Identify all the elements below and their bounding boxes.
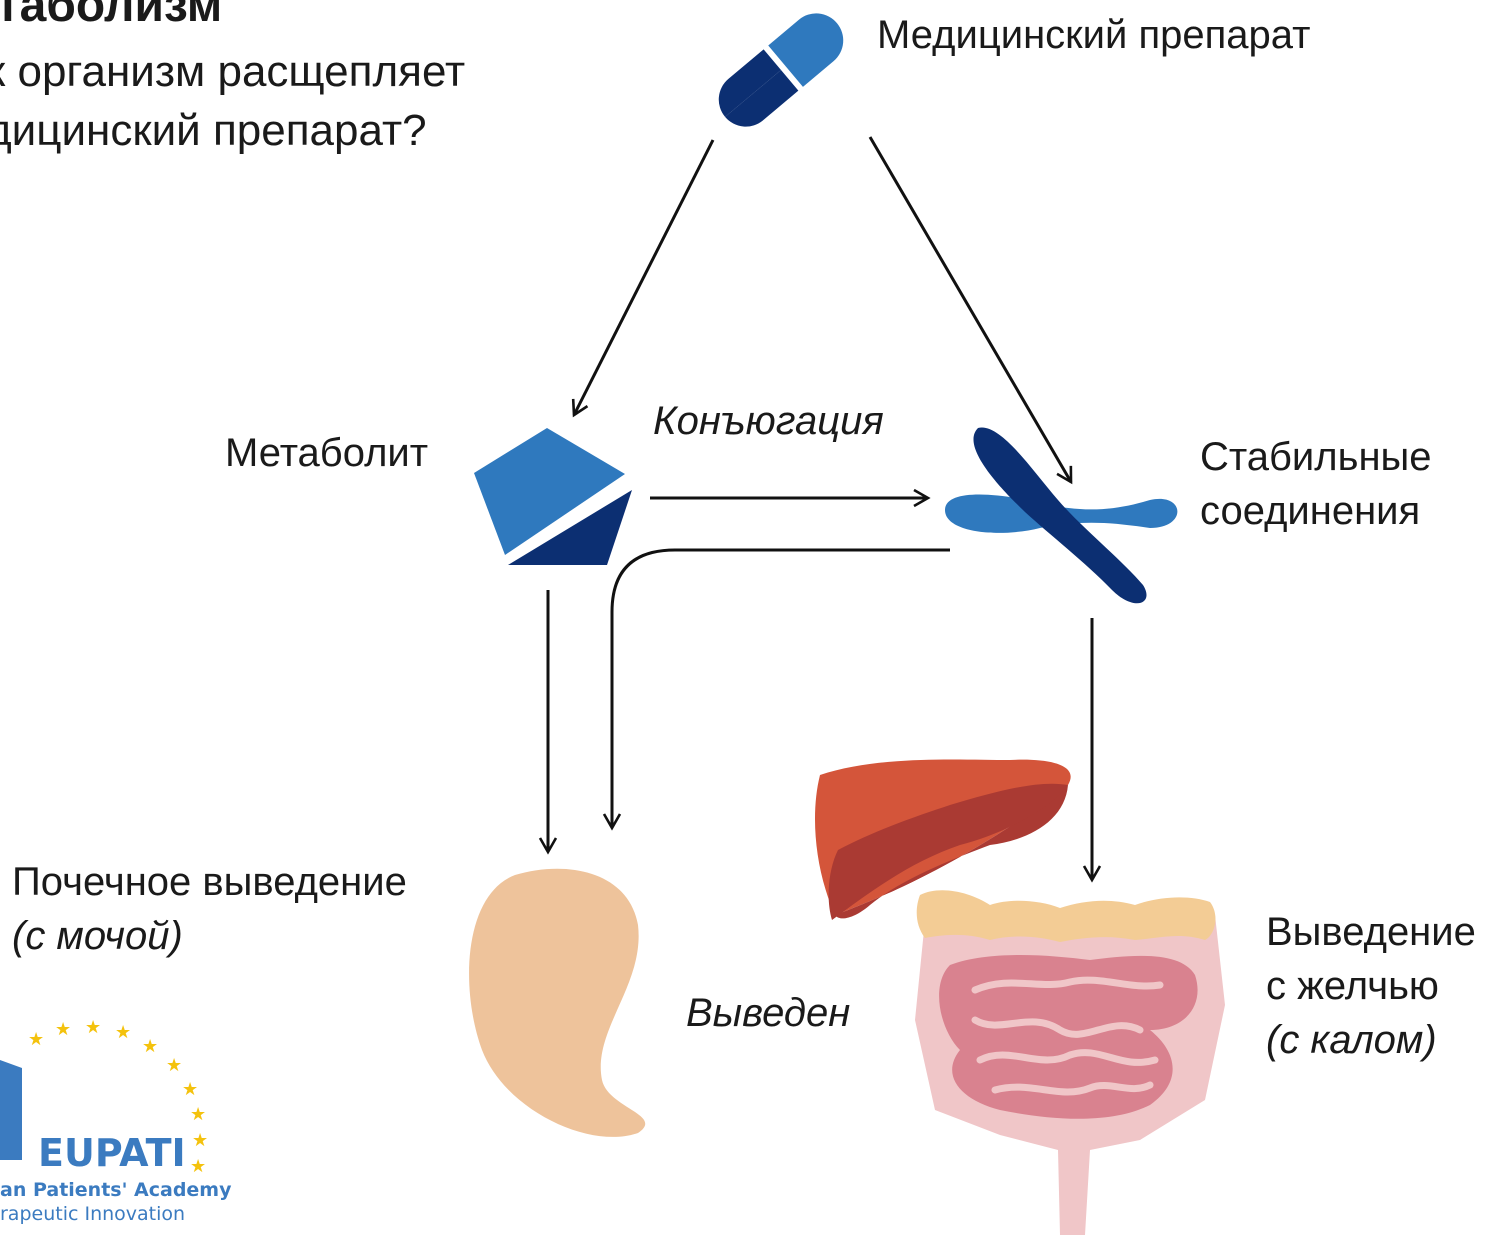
svg-text:★: ★	[55, 1019, 71, 1040]
intestine-icon	[915, 890, 1225, 1235]
svg-text:★: ★	[182, 1079, 198, 1100]
svg-text:★: ★	[142, 1036, 158, 1057]
pentagon-metabolite-icon	[474, 428, 632, 565]
kidney-icon	[469, 869, 645, 1137]
svg-text:★: ★	[192, 1130, 208, 1151]
svg-text:★: ★	[85, 1017, 101, 1038]
arrow-drug-to-stable	[870, 137, 1071, 482]
logo-name: EUPATI	[38, 1131, 186, 1175]
logo-line-1: an Patients' Academy	[0, 1179, 232, 1201]
svg-text:★: ★	[190, 1104, 206, 1125]
chromosome-icon	[945, 427, 1177, 603]
arrow-drug-to-metabolite	[574, 140, 713, 415]
pill-icon	[708, 2, 855, 137]
logo-line-2: rapeutic Innovation	[0, 1203, 185, 1225]
svg-text:★: ★	[28, 1029, 44, 1050]
svg-text:★: ★	[115, 1022, 131, 1043]
eupati-logo: ★ ★ ★ ★ ★ ★ ★ ★ ★ ★ EUPATI an Patients' …	[0, 1017, 232, 1225]
svg-text:★: ★	[166, 1055, 182, 1076]
svg-text:★: ★	[190, 1156, 206, 1177]
